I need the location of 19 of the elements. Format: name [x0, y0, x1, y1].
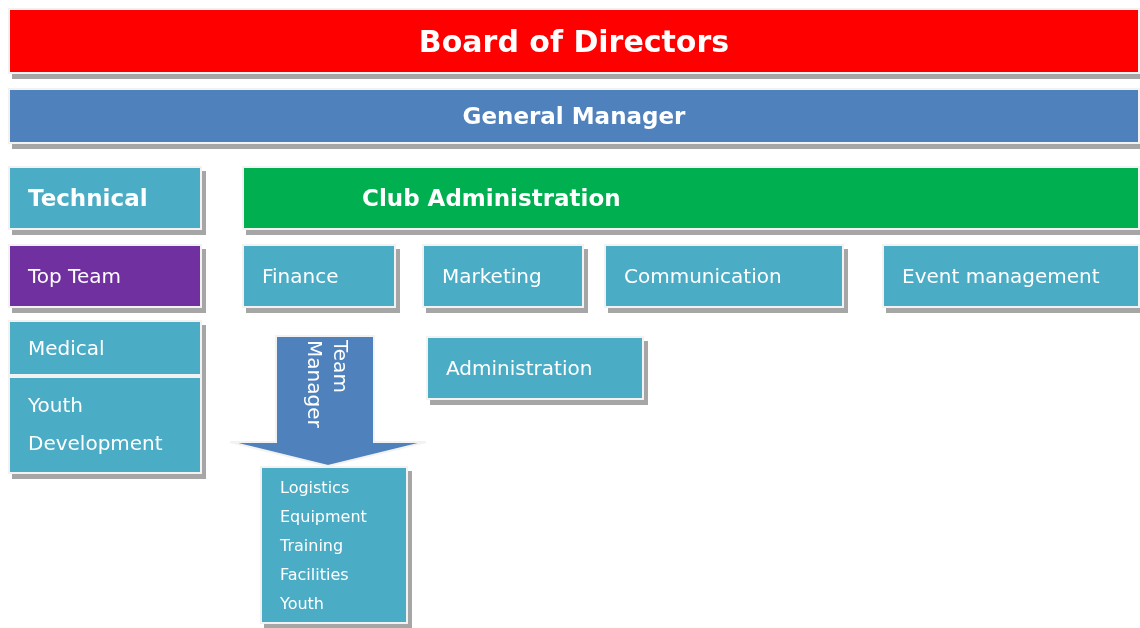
block-arrow — [229, 335, 427, 466]
box-title: Board of Directors — [417, 23, 731, 59]
edge-label: Team Manager — [302, 340, 354, 430]
box-title: Technical — [28, 185, 148, 211]
list-item: Logistics — [280, 478, 350, 497]
list-item: Equipment — [280, 507, 367, 526]
box-title: General Manager — [461, 103, 687, 129]
box-title: Club Administration — [362, 185, 621, 211]
box-title: Finance — [262, 264, 339, 288]
box-title: Top Team — [28, 264, 121, 288]
list-item: Training — [280, 536, 344, 555]
box-title: Marketing — [442, 264, 542, 288]
box-title: Administration — [446, 356, 593, 380]
box-title: Event management — [902, 264, 1100, 288]
list-item: Facilities — [280, 565, 349, 584]
box-title: Youth Development — [28, 392, 164, 457]
box-title: Medical — [28, 336, 105, 360]
list-item: Youth — [280, 594, 324, 613]
box-title: Communication — [624, 264, 782, 288]
